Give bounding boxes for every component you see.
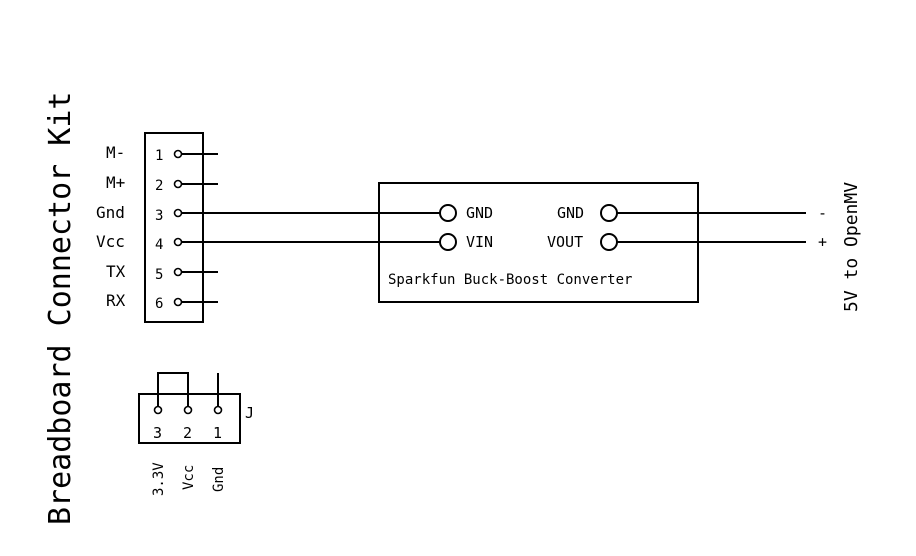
pin-number: 1 <box>155 148 163 164</box>
jumper-link <box>157 372 189 406</box>
output-label: 5V to OpenMV <box>841 182 862 312</box>
jumper-label-3v3: 3.3V <box>151 462 167 496</box>
jumper-body <box>138 393 241 444</box>
pin-label: M+ <box>106 173 125 192</box>
pin-terminal <box>173 297 183 307</box>
pin-label: TX <box>106 262 126 281</box>
pin-number: 3 <box>155 208 163 224</box>
converter-gnd-in-terminal <box>439 204 457 222</box>
converter-vin-terminal <box>439 233 457 251</box>
pin-terminal <box>173 208 183 218</box>
converter-gnd-in-label: GND <box>466 204 493 222</box>
converter-gnd-out-terminal <box>600 204 618 222</box>
jumper-label-vcc: Vcc <box>181 465 197 490</box>
jumper-ref: J <box>245 404 254 422</box>
pin-label: Gnd <box>96 203 125 222</box>
pin-terminal <box>173 237 183 247</box>
connector-body <box>144 132 204 323</box>
diagram-title: Breadboard Connector Kit <box>43 92 78 525</box>
pin-label: Vcc <box>96 232 125 251</box>
jumper-pin-terminal <box>183 405 193 415</box>
converter-vout-terminal <box>600 233 618 251</box>
pin-number: 4 <box>155 237 163 253</box>
connector-pin-2: M+ 2 <box>106 173 218 194</box>
jumper-pin-number: 1 <box>213 424 222 442</box>
pin-number: 2 <box>155 178 163 194</box>
jumper-pin-terminal <box>153 405 163 415</box>
output-minus-label: - <box>818 204 827 222</box>
converter-gnd-out-label: GND <box>557 204 584 222</box>
jumper-label-gnd: Gnd <box>211 467 227 492</box>
connector-pin-5: TX 5 <box>106 262 218 283</box>
connector-pin-6: RX 6 <box>106 291 218 312</box>
converter-name: Sparkfun Buck-Boost Converter <box>388 272 632 288</box>
pin-terminal <box>173 149 183 159</box>
jumper-pin-terminal <box>213 405 223 415</box>
pin-number: 6 <box>155 296 163 312</box>
pin-terminal <box>173 267 183 277</box>
pin-label: M- <box>106 143 125 162</box>
converter-vout-label: VOUT <box>547 233 583 251</box>
pin-terminal <box>173 179 183 189</box>
converter-vin-label: VIN <box>466 233 493 251</box>
pin-label: RX <box>106 291 126 310</box>
connector-pin-1: M- 1 <box>106 143 218 164</box>
pin-number: 5 <box>155 267 163 283</box>
connector-pin-4: Vcc 4 <box>96 232 183 253</box>
jumper-pin-number: 2 <box>183 424 192 442</box>
output-plus-label: + <box>818 233 827 251</box>
connector-pin-3: Gnd 3 <box>96 203 183 224</box>
jumper-pin-number: 3 <box>153 424 162 442</box>
